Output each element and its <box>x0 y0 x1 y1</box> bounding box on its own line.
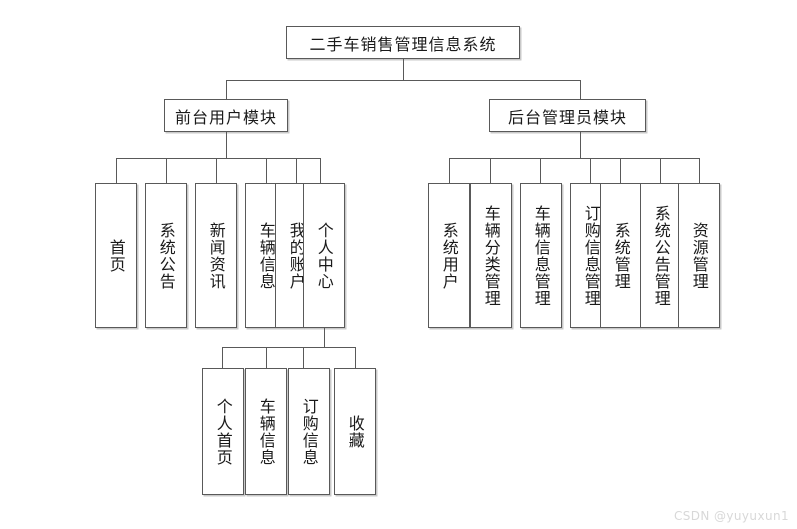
connector-personal-leaf-drop-2 <box>266 347 267 368</box>
connector-level2-drop-left <box>226 80 227 99</box>
node-admin-system-management-label: 系统管理 <box>611 221 631 290</box>
connector-frontend-leaf-drop-3 <box>216 158 217 183</box>
connector-admin-drop <box>580 132 581 158</box>
connector-frontend-leaf-drop-1 <box>116 158 117 183</box>
connector-frontend-bus <box>116 158 320 159</box>
node-personal-vehicle-info[interactable]: 车辆信息 <box>245 368 287 495</box>
node-frontend-vehicle-info-label: 车辆信息 <box>256 221 276 290</box>
connector-admin-leaf-drop-1 <box>449 158 450 183</box>
connector-personal-leaf-drop-4 <box>355 347 356 368</box>
node-frontend-personal-center-label: 个人中心 <box>314 221 334 290</box>
node-admin-notice-management[interactable]: 系统公告管理 <box>640 183 682 328</box>
connector-personal-leaf-drop-3 <box>303 347 304 368</box>
node-admin-system-management[interactable]: 系统管理 <box>600 183 642 328</box>
node-personal-vehicle-info-label: 车辆信息 <box>256 397 276 466</box>
connector-level2-bus <box>226 80 581 81</box>
node-admin-resource-management-label: 资源管理 <box>689 221 709 290</box>
connector-frontend-leaf-drop-4 <box>266 158 267 183</box>
connector-level2-drop-right <box>580 80 581 99</box>
node-admin-system-user-label: 系统用户 <box>439 221 459 290</box>
node-admin-module-label: 后台管理员模块 <box>507 107 627 127</box>
node-frontend-personal-center[interactable]: 个人中心 <box>303 183 345 328</box>
watermark: CSDN @yuyuxun1 <box>674 509 789 523</box>
node-frontend-home[interactable]: 首页 <box>95 183 137 328</box>
node-personal-order-info[interactable]: 订购信息 <box>288 368 330 495</box>
connector-admin-leaf-drop-5 <box>620 158 621 183</box>
connector-admin-leaf-drop-6 <box>660 158 661 183</box>
node-admin-order-info-label: 订购信息管理 <box>581 204 601 307</box>
connector-admin-leaf-drop-7 <box>699 158 700 183</box>
node-frontend-system-notice[interactable]: 系统公告 <box>145 183 187 328</box>
node-root-label: 二手车销售管理信息系统 <box>309 34 497 54</box>
node-admin-vehicle-info[interactable]: 车辆信息管理 <box>520 183 562 328</box>
connector-admin-leaf-drop-3 <box>540 158 541 183</box>
node-frontend-my-account-label: 我的账户 <box>286 221 306 290</box>
connector-personal-leaf-drop-1 <box>222 347 223 368</box>
node-root[interactable]: 二手车销售管理信息系统 <box>286 26 520 59</box>
node-admin-system-user[interactable]: 系统用户 <box>428 183 470 328</box>
node-frontend-module-label: 前台用户模块 <box>174 107 277 127</box>
node-admin-vehicle-category[interactable]: 车辆分类管理 <box>470 183 512 328</box>
node-frontend-home-label: 首页 <box>106 238 126 273</box>
node-admin-vehicle-category-label: 车辆分类管理 <box>481 204 501 307</box>
connector-frontend-leaf-drop-6 <box>320 158 321 183</box>
node-personal-home-label: 个人首页 <box>213 397 233 466</box>
connector-frontend-leaf-drop-5 <box>296 158 297 183</box>
connector-admin-bus <box>449 158 699 159</box>
node-admin-vehicle-info-label: 车辆信息管理 <box>531 204 551 307</box>
node-personal-favorites-label: 收藏 <box>345 414 365 449</box>
connector-personal-center-drop <box>324 328 325 347</box>
connector-personal-center-bus <box>222 347 355 348</box>
node-admin-notice-management-label: 系统公告管理 <box>651 204 671 307</box>
node-frontend-news[interactable]: 新闻资讯 <box>195 183 237 328</box>
node-personal-home[interactable]: 个人首页 <box>202 368 244 495</box>
connector-admin-leaf-drop-4 <box>590 158 591 183</box>
node-admin-module[interactable]: 后台管理员模块 <box>489 99 646 132</box>
connector-admin-leaf-drop-2 <box>490 158 491 183</box>
connector-root-drop <box>403 59 404 80</box>
node-frontend-news-label: 新闻资讯 <box>206 221 226 290</box>
node-frontend-system-notice-label: 系统公告 <box>156 221 176 290</box>
node-personal-favorites[interactable]: 收藏 <box>334 368 376 495</box>
node-admin-resource-management[interactable]: 资源管理 <box>678 183 720 328</box>
node-personal-order-info-label: 订购信息 <box>299 397 319 466</box>
connector-frontend-drop <box>226 132 227 158</box>
node-frontend-module[interactable]: 前台用户模块 <box>164 99 288 132</box>
connector-frontend-leaf-drop-2 <box>166 158 167 183</box>
